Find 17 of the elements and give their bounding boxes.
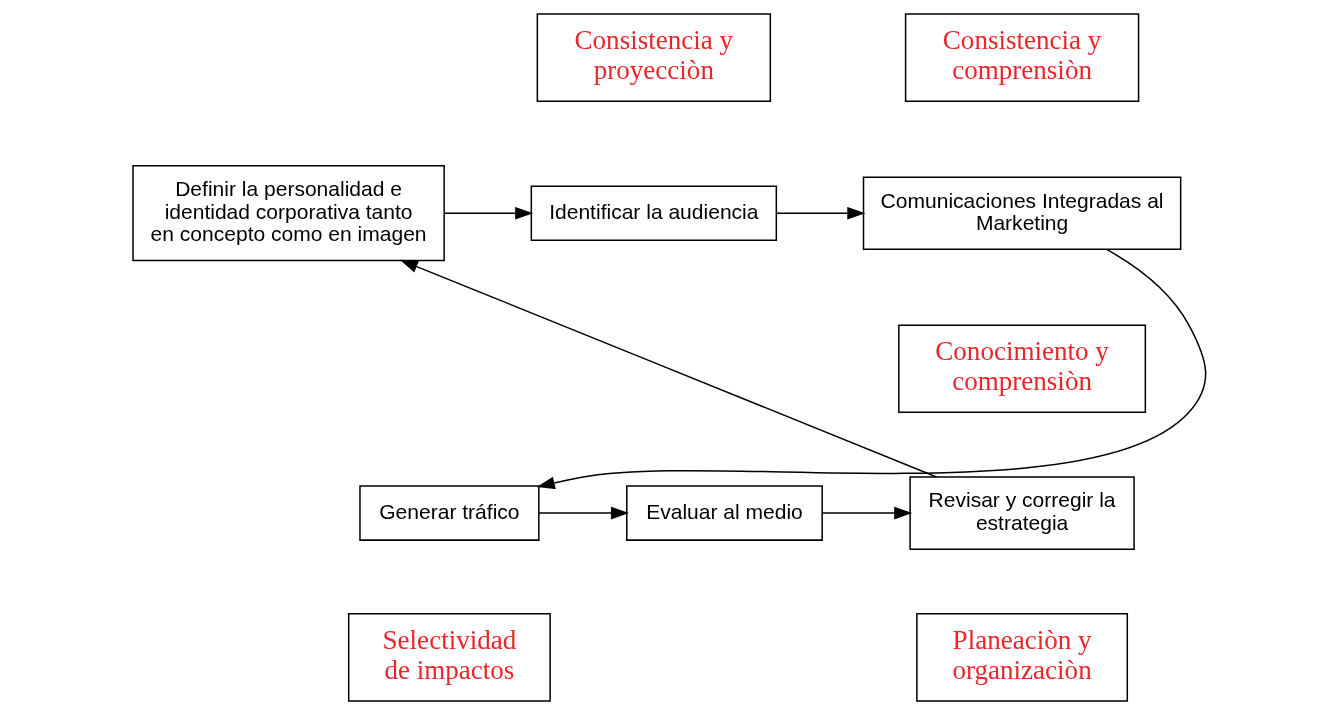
arrow xyxy=(775,206,865,220)
arrow xyxy=(536,248,1206,490)
arrow xyxy=(821,506,912,520)
node-box: Revisar y corregir la estrategia xyxy=(908,476,1135,550)
node-box: Generar tráfico xyxy=(358,485,540,541)
arrow xyxy=(537,506,629,520)
arrow xyxy=(399,259,937,478)
node-box: Evaluar al medio xyxy=(625,485,823,541)
node-box: Conocimiento y comprensiòn xyxy=(897,324,1146,414)
node-box: Comunicaciones Integradas al Marketing xyxy=(862,176,1181,251)
node-box: Consistencia y comprensiòn xyxy=(904,13,1139,102)
node-box: Consistencia y proyecciòn xyxy=(536,13,771,102)
node-box: Selectividad de impactos xyxy=(347,613,551,702)
node-box: Planeaciòn y organizaciòn xyxy=(915,613,1128,702)
node-box: Identificar la audiencia xyxy=(530,185,777,241)
arrow xyxy=(443,206,533,220)
node-box: Definir la personalidad e identidad corporativa tanto en concepto como en imagen xyxy=(131,165,445,262)
